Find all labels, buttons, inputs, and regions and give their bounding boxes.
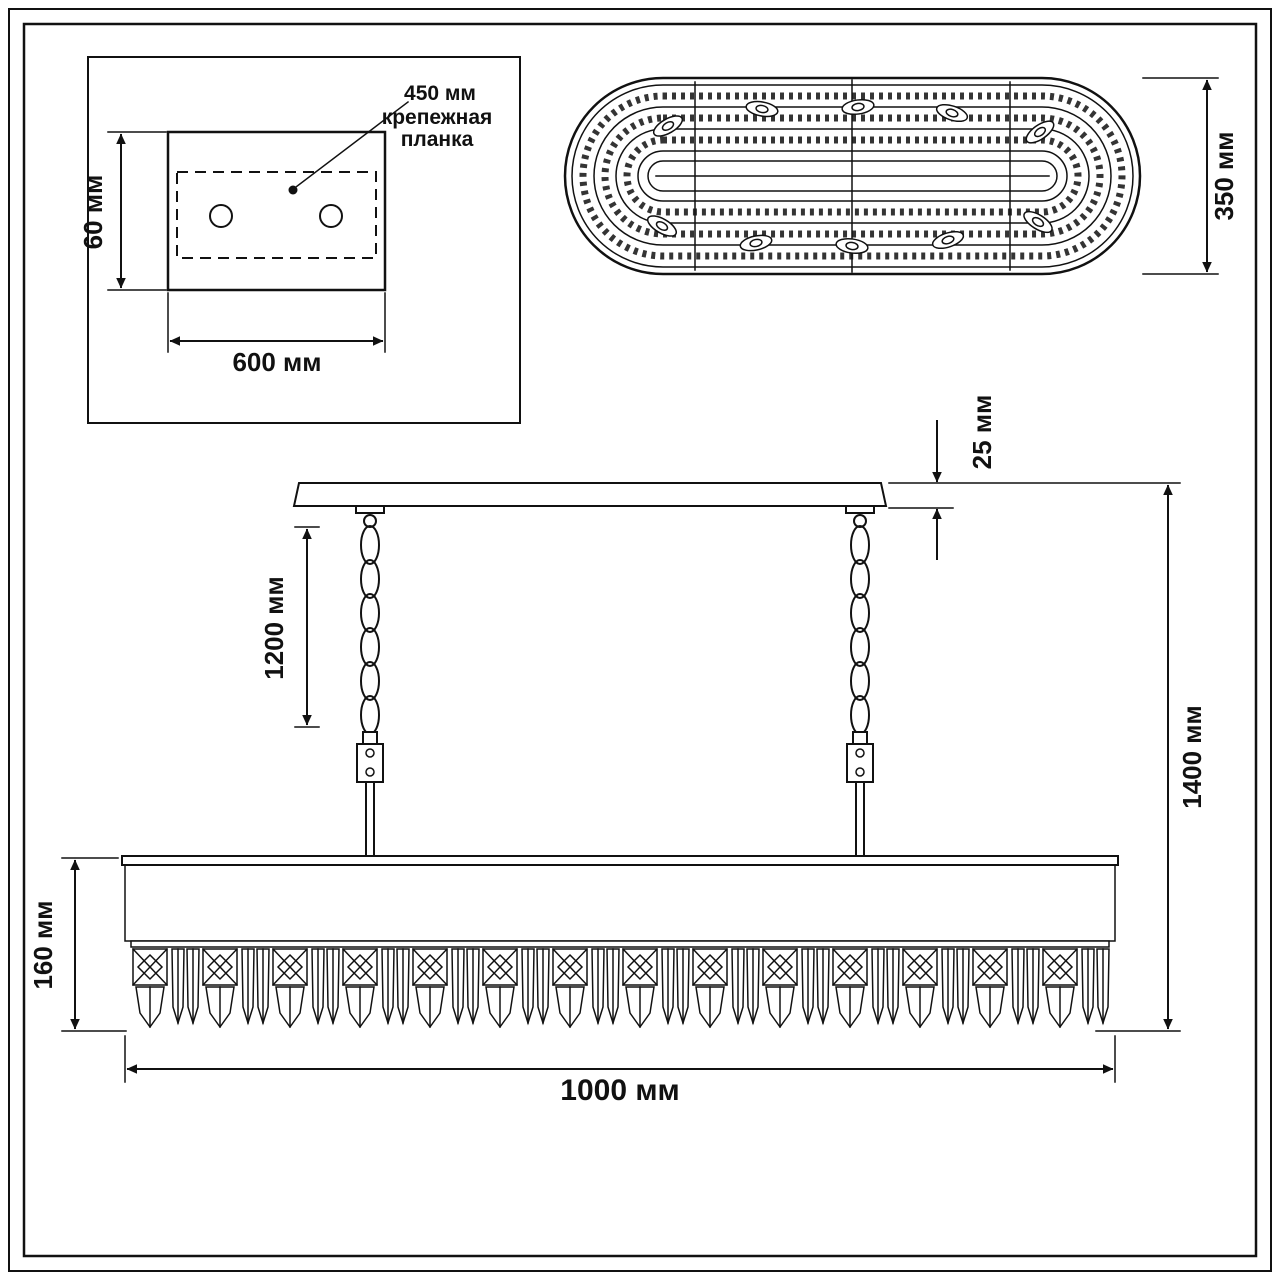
inner-frame [22,22,1258,1258]
body-mid-rim [130,940,1110,948]
chain-right [845,505,875,859]
body-tier-crystals [130,947,1110,1031]
dim-plate-height-60: 60 мм [78,131,167,291]
dim-total-1400: 1400 мм [1095,484,1207,1032]
mounting-bar-dashed [176,171,377,259]
body-tier-upper [124,864,1116,942]
body-top-rim [121,855,1119,866]
callout-value: 450 мм [404,82,476,105]
plate-outline [166,130,387,292]
dim-chain-1200: 1200 мм [259,526,320,728]
dim-canopy-25: 25 мм [888,395,1181,560]
callout-dot [288,185,298,195]
callout-label-line1: крепежная [382,106,493,129]
callout-leader [294,100,410,189]
screw-hole-right [319,204,343,228]
dim-width-1000: 1000 мм [124,1035,1116,1107]
dim-plate-width-600: 600 мм [167,292,386,377]
dim-label-25: 25 мм [967,395,997,470]
dim-label-1000: 1000 мм [560,1074,679,1107]
front-view: 25 мм 1200 мм 1400 мм 160 мм 1000 м [28,395,1207,1107]
outer-frame [8,8,1272,1272]
dim-top-view-350: 350 мм [1142,77,1239,275]
screw-hole-left [209,204,233,228]
dim-label-1200: 1200 мм [259,576,289,680]
dim-label-60: 60 мм [78,175,108,250]
dim-body-160: 160 мм [28,857,127,1032]
chain-left [355,505,385,859]
dim-label-350: 350 мм [1209,131,1239,220]
top-view: 350 мм [563,76,1239,276]
callout-label-line2: планка [401,128,474,151]
mounting-plate-panel: 450 мм крепежная планка 60 мм 600 мм [78,56,521,424]
ceiling-plate [292,482,888,507]
panel-border [87,56,521,424]
dim-label-600: 600 мм [232,347,321,377]
dim-label-1400: 1400 мм [1177,705,1207,809]
top-view-outer-ring [563,76,1142,276]
dim-label-160: 160 мм [28,900,58,989]
